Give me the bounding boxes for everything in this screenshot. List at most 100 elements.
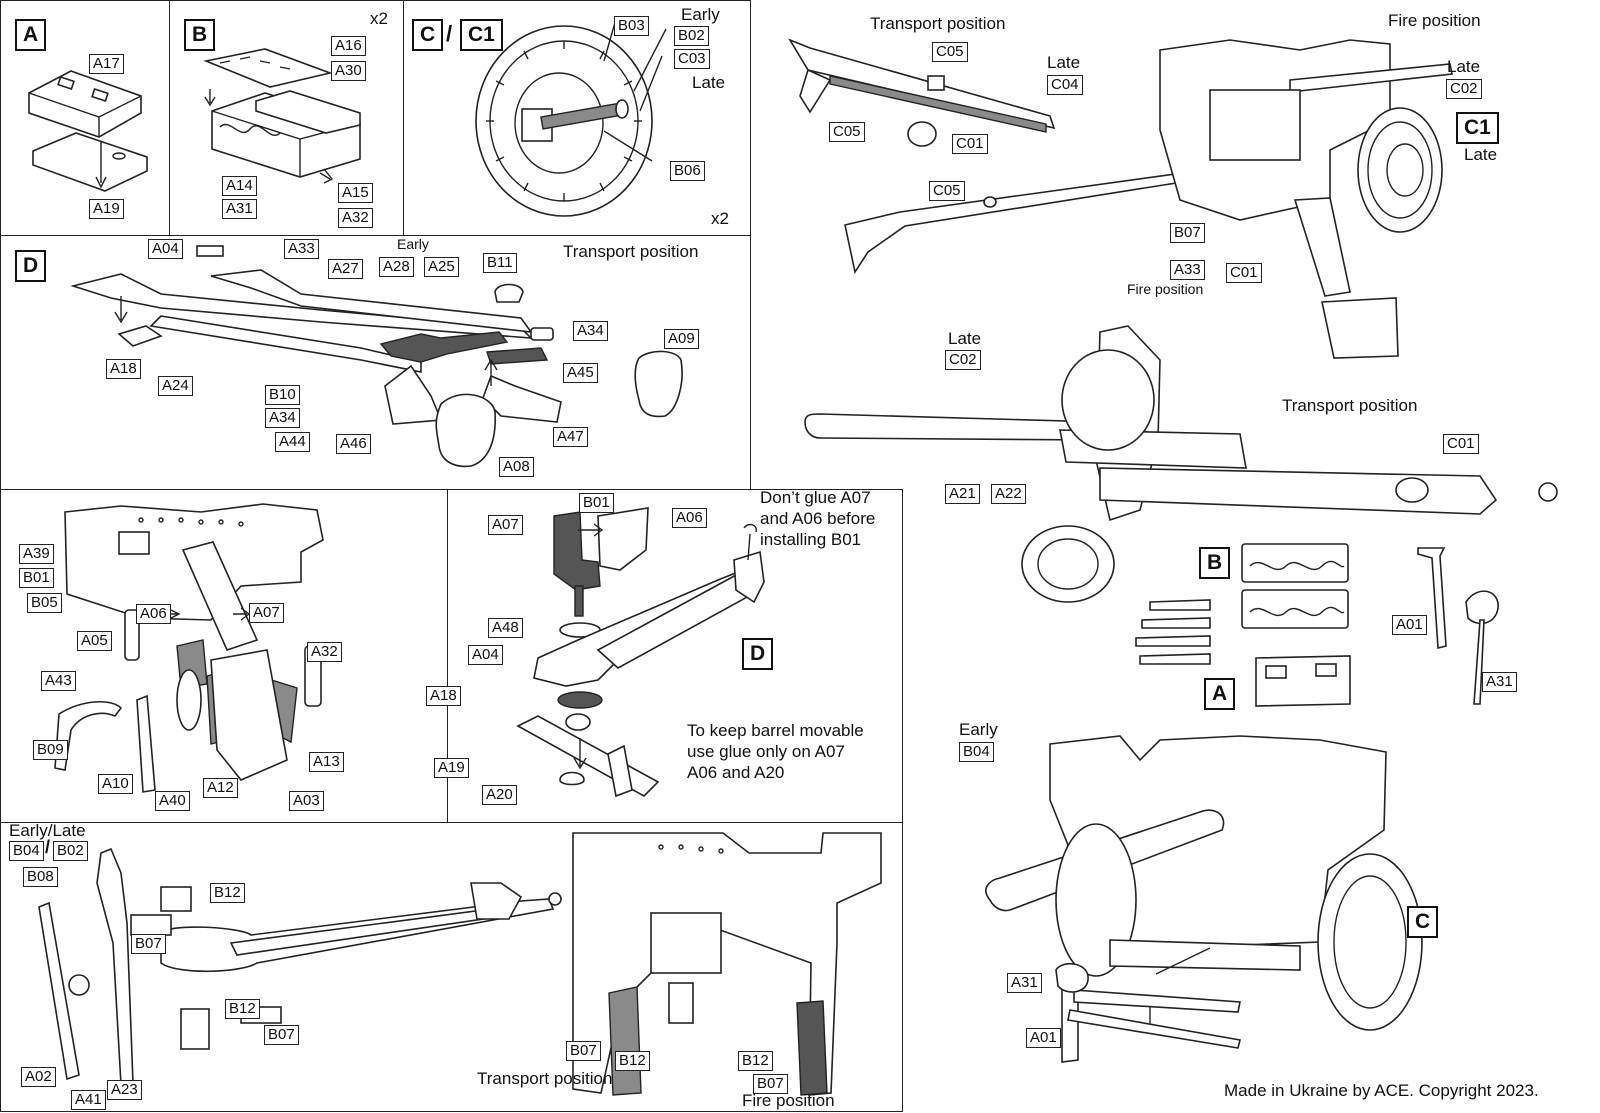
part-label-b01: B01 xyxy=(19,568,54,588)
part-label-a07: A07 xyxy=(249,603,284,623)
part-label-b03: B03 xyxy=(614,16,649,36)
panel-g-transport-caption: Transport position xyxy=(477,1069,613,1088)
part-label-a47: A47 xyxy=(553,427,588,447)
part-label-a45: A45 xyxy=(563,363,598,383)
part-label-f-a07: A07 xyxy=(488,515,523,535)
panel-g-slash: / xyxy=(45,837,51,857)
part-label-a13: A13 xyxy=(309,752,344,772)
part-label-b10: B10 xyxy=(265,385,300,405)
part-label-a17: A17 xyxy=(89,54,124,74)
part-label-a46: A46 xyxy=(336,434,371,454)
part-label-b11: B11 xyxy=(483,253,517,273)
part-label-a06: A06 xyxy=(136,604,171,624)
panel-f-badge-d: D xyxy=(742,638,774,670)
part-label-b06: B06 xyxy=(670,161,705,181)
part-label-g-b04: B04 xyxy=(9,841,44,861)
badge-a: A xyxy=(1204,678,1236,710)
part-label-r-c02-top: C02 xyxy=(1446,79,1482,99)
part-label-a04: A04 xyxy=(148,239,183,259)
panel-g: Early/Late B04 / B02 B08 B12 B07 B12 B07… xyxy=(0,821,903,1112)
part-label-g-b07-d: B07 xyxy=(753,1074,788,1094)
part-label-a40: A40 xyxy=(155,791,190,811)
badge-b: B xyxy=(1199,547,1231,579)
part-label-a27: A27 xyxy=(328,259,363,279)
part-label-g-b12-b: B12 xyxy=(225,999,260,1019)
part-label-a19: A19 xyxy=(89,199,124,219)
part-label-g-b12-c: B12 xyxy=(615,1051,650,1071)
part-label-g-b07-a: B07 xyxy=(131,934,166,954)
part-label-a34-top: A34 xyxy=(573,321,608,341)
copyright-footer: Made in Ukraine by ACE. Copyright 2023. xyxy=(1224,1081,1539,1100)
panel-a-drawing xyxy=(28,70,148,192)
panel-c-slash: / xyxy=(446,21,453,46)
transport-position-top-caption: Transport position xyxy=(870,14,1006,33)
part-label-r-c01-top: C01 xyxy=(952,134,988,154)
part-label-a44: A44 xyxy=(275,432,310,452)
note-glue-a07-line1: Don’t glue A07 xyxy=(760,488,871,507)
note-barrel-line2: use glue only on A07 xyxy=(687,742,845,761)
part-label-r-c04: C04 xyxy=(1047,75,1083,95)
badge-c: C xyxy=(1407,906,1439,938)
part-label-a30: A30 xyxy=(331,61,366,81)
part-label-a03: A03 xyxy=(289,791,324,811)
part-label-a34-bottom: A34 xyxy=(265,408,300,428)
panel-e: A39 B01 B05 A06 A07 A05 A43 B09 A10 A40 … xyxy=(0,489,449,824)
part-label-b05: B05 xyxy=(27,593,62,613)
part-label-f-a48: A48 xyxy=(488,618,523,638)
part-label-a15: A15 xyxy=(338,183,373,203)
part-label-c03: C03 xyxy=(674,49,710,69)
part-label-r-a31-bottom: A31 xyxy=(1007,973,1042,993)
panel-f-drawing xyxy=(516,507,765,798)
panel-g-drawing xyxy=(38,832,882,1096)
part-label-g-a02: A02 xyxy=(21,1067,56,1087)
part-label-r-a31-top: A31 xyxy=(1482,672,1517,692)
part-label-a18: A18 xyxy=(106,359,141,379)
panel-a: A A17 A19 xyxy=(0,0,171,237)
part-label-r-a22: A22 xyxy=(991,484,1026,504)
part-label-a10: A10 xyxy=(98,774,133,794)
part-label-g-a23: A23 xyxy=(107,1080,142,1100)
panel-d-badge: D xyxy=(15,250,47,282)
panel-b-drawing xyxy=(203,48,361,184)
part-label-r-a01-bottom: A01 xyxy=(1026,1028,1061,1048)
part-label-b02: B02 xyxy=(674,26,709,46)
panel-b-multiplier: x2 xyxy=(370,9,388,28)
panel-c-multiplier: x2 xyxy=(711,209,729,228)
fire-position-top-caption: Fire position xyxy=(1388,11,1481,30)
part-label-r-a33: A33 xyxy=(1170,260,1205,280)
part-label-g-a41: A41 xyxy=(71,1090,106,1110)
part-label-f-a18: A18 xyxy=(426,686,461,706)
part-label-a39: A39 xyxy=(19,544,54,564)
part-label-a14: A14 xyxy=(222,176,257,196)
part-label-r-c05-b: C05 xyxy=(829,122,865,142)
panel-c: C / C1 Early B03 B02 C03 Late B06 x2 xyxy=(403,0,751,237)
early-label-b04: Early xyxy=(959,720,998,739)
panel-c-late: Late xyxy=(692,73,726,92)
part-label-a16: A16 xyxy=(331,36,366,56)
panel-d-title: Transport position xyxy=(563,242,699,261)
panel-d-drawing xyxy=(70,245,683,468)
part-label-f-a06: A06 xyxy=(672,508,707,528)
part-label-a43: A43 xyxy=(41,671,76,691)
panel-d: D Transport position Early A04 A33 A27 A… xyxy=(0,235,751,491)
panel-e-drawing xyxy=(54,503,324,793)
panel-a-badge: A xyxy=(15,19,47,51)
part-label-r-c01-fire: C01 xyxy=(1226,263,1262,283)
part-label-g-b07-c: B07 xyxy=(566,1041,601,1061)
part-label-a12: A12 xyxy=(203,778,238,798)
badge-c1: C1 xyxy=(1456,112,1499,144)
part-label-a32: A32 xyxy=(338,208,373,228)
part-label-a32: A32 xyxy=(307,642,342,662)
late-label-c02-top: Late xyxy=(1447,57,1481,76)
part-label-a05: A05 xyxy=(77,631,112,651)
panel-g-fire-caption: Fire position xyxy=(742,1091,835,1110)
panel-d-early: Early xyxy=(397,236,429,252)
part-label-g-b08: B08 xyxy=(23,867,58,887)
panel-c-early: Early xyxy=(681,5,720,24)
part-label-f-b01: B01 xyxy=(579,493,614,513)
part-label-g-b07-b: B07 xyxy=(264,1025,299,1045)
part-label-r-a01-top: A01 xyxy=(1392,615,1427,635)
note-barrel-line1: To keep barrel movable xyxy=(687,721,864,740)
panel-b: B x2 A16 A30 A14 A31 A15 A32 xyxy=(169,0,405,237)
part-label-a24: A24 xyxy=(158,376,193,396)
